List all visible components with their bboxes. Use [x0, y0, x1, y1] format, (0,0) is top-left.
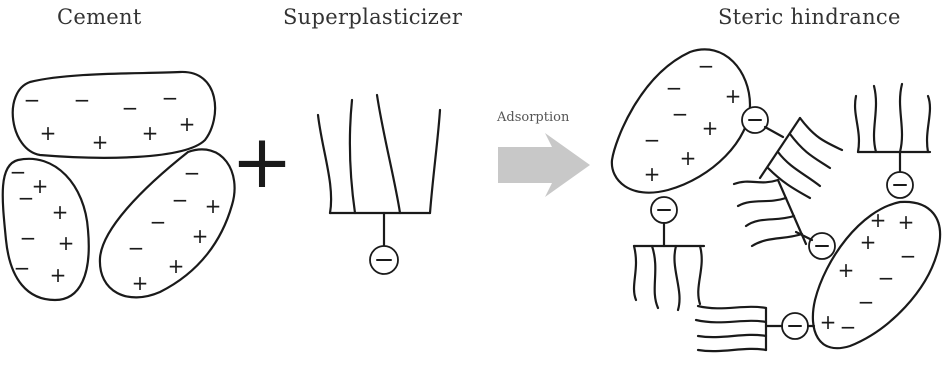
charge-positive: +	[58, 231, 75, 255]
charge-negative: −	[858, 290, 875, 314]
charge-positive: +	[168, 254, 185, 278]
title-steric-hindrance: Steric hindrance	[718, 5, 901, 29]
charge-positive: +	[142, 121, 159, 145]
charge-negative: −	[24, 88, 41, 112]
charge-negative: −	[184, 161, 201, 185]
charge-positive: +	[838, 258, 855, 282]
charge-negative: −	[20, 226, 37, 250]
charge-negative: −	[878, 266, 895, 290]
charge-positive: +	[179, 112, 196, 136]
charge-negative: −	[162, 86, 179, 110]
charge-negative: −	[122, 96, 139, 120]
charge-negative: −	[10, 160, 27, 184]
charge-negative: −	[128, 236, 145, 260]
charge-negative: −	[672, 102, 689, 126]
charge-positive: +	[860, 230, 877, 254]
charge-positive: +	[820, 310, 837, 334]
adsorbed-molecule	[742, 107, 842, 198]
charge-negative: −	[644, 128, 661, 152]
charge-positive: +	[725, 84, 742, 108]
charge-negative: −	[150, 210, 167, 234]
adsorbed-molecule	[696, 306, 814, 351]
charge-negative: −	[172, 188, 189, 212]
charge-positive: +	[92, 130, 109, 154]
charge-positive: +	[898, 210, 915, 234]
charge-positive: +	[52, 200, 69, 224]
adsorbed-molecule	[855, 84, 930, 198]
charge-negative: −	[14, 256, 31, 280]
superplasticizer-molecule	[318, 95, 440, 274]
charge-positive: +	[192, 224, 209, 248]
adsorbed-molecule	[734, 180, 835, 259]
charge-negative: −	[18, 186, 35, 210]
charge-positive: +	[702, 116, 719, 140]
charge-positive: +	[50, 263, 67, 287]
title-cement: Cement	[57, 5, 142, 29]
cement-group: − − − − + + + + − + − + − + − + − − + − …	[3, 72, 235, 300]
charge-positive: +	[680, 146, 697, 170]
charge-positive: +	[644, 162, 661, 186]
steric-hindrance-group: − − + − + − + + + + + − + − − + −	[612, 49, 940, 351]
charge-positive: +	[205, 194, 222, 218]
arrow-label-adsorption: Adsorption	[496, 110, 570, 125]
charge-negative: −	[666, 76, 683, 100]
charge-negative: −	[74, 88, 91, 112]
charge-negative: −	[900, 244, 917, 268]
adsorbed-molecule	[634, 197, 704, 310]
arrow-shape	[498, 133, 590, 197]
adsorption-arrow: Adsorption	[496, 110, 590, 197]
charge-positive: +	[132, 271, 149, 295]
charge-negative: −	[840, 315, 857, 339]
charge-positive: +	[40, 121, 57, 145]
charge-positive: +	[870, 208, 887, 232]
combine-plus-sign: +	[231, 119, 293, 205]
charge-negative: −	[698, 54, 715, 78]
title-superplasticizer: Superplasticizer	[283, 5, 463, 29]
